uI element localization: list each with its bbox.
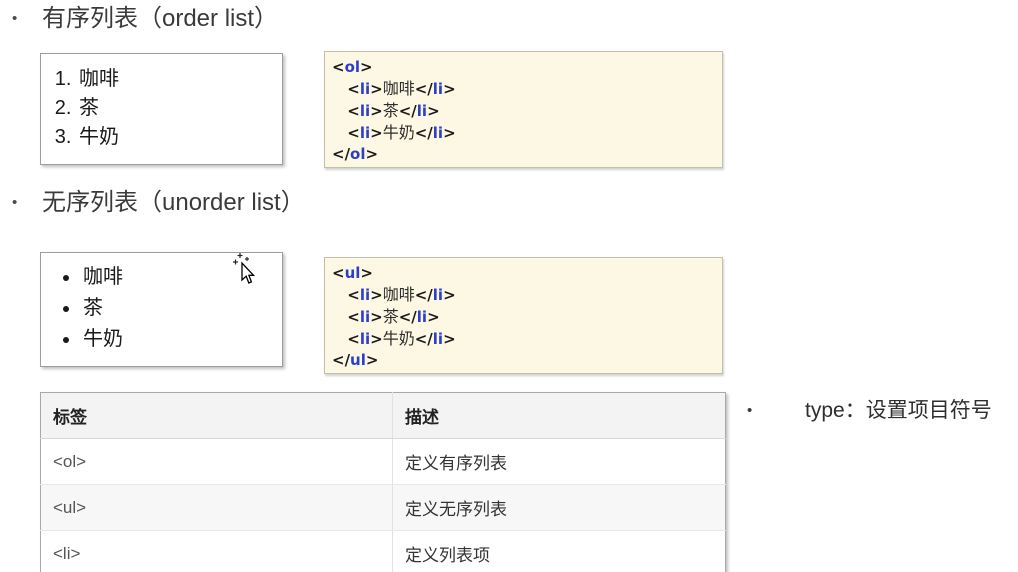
bullet-icon: • (12, 194, 18, 211)
description-cell: 定义无序列表 (392, 484, 726, 531)
table-row: <ul> 定义无序列表 (40, 484, 726, 531)
type-attribute-note: • type：设置项目符号 (740, 397, 992, 425)
code-line: <li>咖啡</li> (347, 79, 456, 98)
bullet-icon: • (12, 10, 18, 27)
table-row: <li> 定义列表项 (40, 530, 726, 572)
table-header-row: 标签 描述 (40, 392, 726, 439)
code-line: <ul> (332, 264, 373, 282)
section-heading-unordered-label: 无序列表（unorder list） (42, 189, 305, 216)
tag-cell: <ul> (40, 484, 393, 531)
tags-reference-table: 标签 描述 <ol> 定义有序列表 <ul> 定义无序列表 <li> 定义列表项 (40, 392, 726, 572)
mouse-cursor-icon (233, 253, 255, 284)
section-heading-ordered: • 有序列表（order list） (8, 4, 278, 34)
unordered-list-code-box: <ul> <li>咖啡</li> <li>茶</li> <li>牛奶</li> <… (324, 257, 723, 374)
column-header-tag: 标签 (40, 392, 393, 439)
section-heading-unordered: • 无序列表（unorder list） (8, 188, 305, 218)
ordered-list: 咖啡 茶 牛奶 (41, 65, 282, 152)
ordered-list-item: 牛奶 (77, 123, 282, 152)
table-row: <ol> 定义有序列表 (40, 438, 726, 485)
description-cell: 定义有序列表 (392, 438, 726, 485)
tag-cell: <ol> (40, 438, 393, 485)
section-heading-ordered-label: 有序列表（order list） (42, 5, 279, 32)
ordered-list-code-box: <ol> <li>咖啡</li> <li>茶</li> <li>牛奶</li> <… (324, 51, 723, 168)
code-line: </ol> (332, 145, 379, 163)
ordered-list-item: 茶 (77, 94, 282, 123)
code-line: <ol> (332, 58, 373, 76)
tag-cell: <li> (40, 530, 393, 572)
code-line: <li>咖啡</li> (347, 285, 456, 304)
type-attribute-note-label: type：设置项目符号 (805, 399, 992, 422)
code-line: <li>茶</li> (347, 307, 440, 326)
code-line: </ul> (332, 351, 379, 369)
description-cell: 定义列表项 (392, 530, 726, 572)
unordered-list: 咖啡 茶 牛奶 (41, 262, 282, 355)
code-line: <li>茶</li> (347, 101, 440, 120)
unordered-list-item: 茶 (81, 293, 282, 324)
unordered-list-item: 牛奶 (81, 324, 282, 355)
code-line: <li>牛奶</li> (347, 123, 456, 142)
column-header-description: 描述 (392, 392, 726, 439)
code-line: <li>牛奶</li> (347, 329, 456, 348)
unordered-list-item: 咖啡 (81, 262, 282, 293)
bullet-icon: • (747, 402, 753, 419)
ordered-list-demo-box: 咖啡 茶 牛奶 (40, 53, 283, 165)
ordered-list-item: 咖啡 (77, 65, 282, 94)
